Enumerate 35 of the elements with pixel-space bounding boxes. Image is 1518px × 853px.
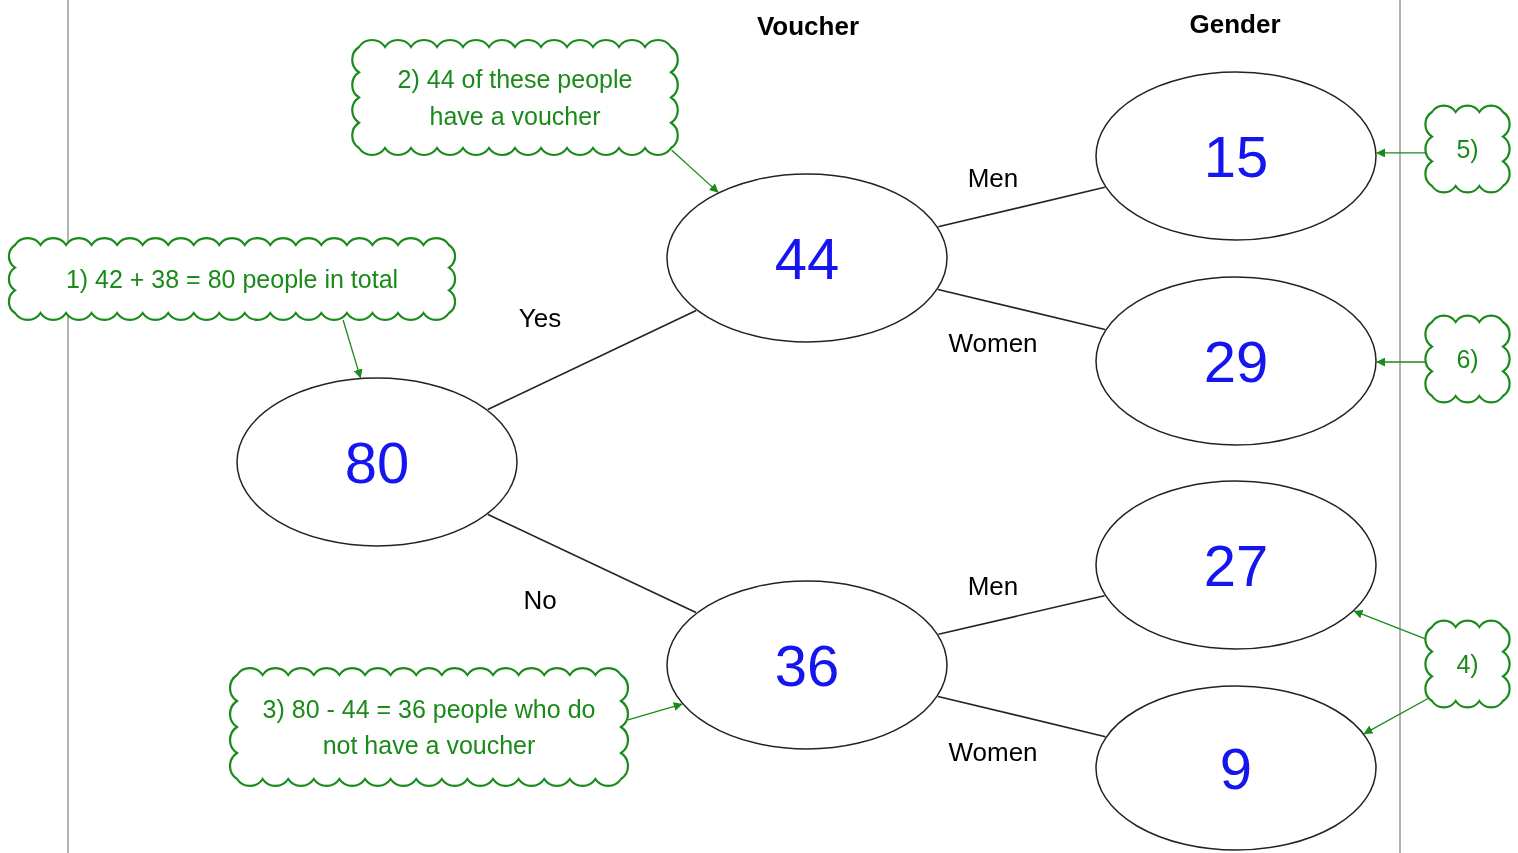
arrow bbox=[342, 319, 363, 379]
count-value: 27 bbox=[1203, 531, 1269, 599]
count-ellipse bbox=[666, 580, 948, 750]
callout-text: 5) bbox=[1455, 133, 1480, 165]
count-ellipse bbox=[1095, 685, 1377, 851]
callout-cloud bbox=[1425, 620, 1510, 708]
count-value: 36 bbox=[774, 631, 840, 699]
callout-text: 4) bbox=[1455, 648, 1480, 680]
callout-text: 1) 42 + 38 = 80 people in total bbox=[64, 263, 400, 295]
count-ellipse bbox=[236, 377, 518, 547]
callout-cloud bbox=[1425, 105, 1510, 193]
count-ellipse bbox=[1095, 480, 1377, 650]
arrow bbox=[670, 149, 719, 193]
callout-text: 6) bbox=[1455, 343, 1480, 375]
callout-cloud bbox=[230, 668, 628, 786]
count-ellipse bbox=[666, 173, 948, 343]
count-value: 44 bbox=[774, 224, 840, 292]
callout-text: 3) 80 - 44 = 36 people who do not have a voucher bbox=[261, 693, 597, 761]
branch-line bbox=[937, 186, 1106, 228]
count-value: 15 bbox=[1203, 122, 1269, 190]
branch-line bbox=[937, 594, 1106, 636]
callout-text: 2) 44 of these people have a voucher bbox=[396, 64, 634, 132]
count-value: 9 bbox=[1219, 734, 1253, 802]
branch-line bbox=[937, 288, 1106, 331]
count-value: 29 bbox=[1203, 327, 1269, 395]
count-value: 80 bbox=[344, 428, 410, 496]
callout-cloud bbox=[352, 40, 678, 155]
branch-line bbox=[937, 695, 1107, 738]
branch-line bbox=[487, 309, 697, 411]
arrow bbox=[627, 702, 683, 721]
callout-cloud bbox=[8, 238, 456, 320]
count-ellipse bbox=[1095, 276, 1377, 446]
callout-cloud bbox=[1425, 315, 1510, 403]
branch-line bbox=[487, 513, 697, 614]
count-ellipse bbox=[1095, 71, 1377, 241]
